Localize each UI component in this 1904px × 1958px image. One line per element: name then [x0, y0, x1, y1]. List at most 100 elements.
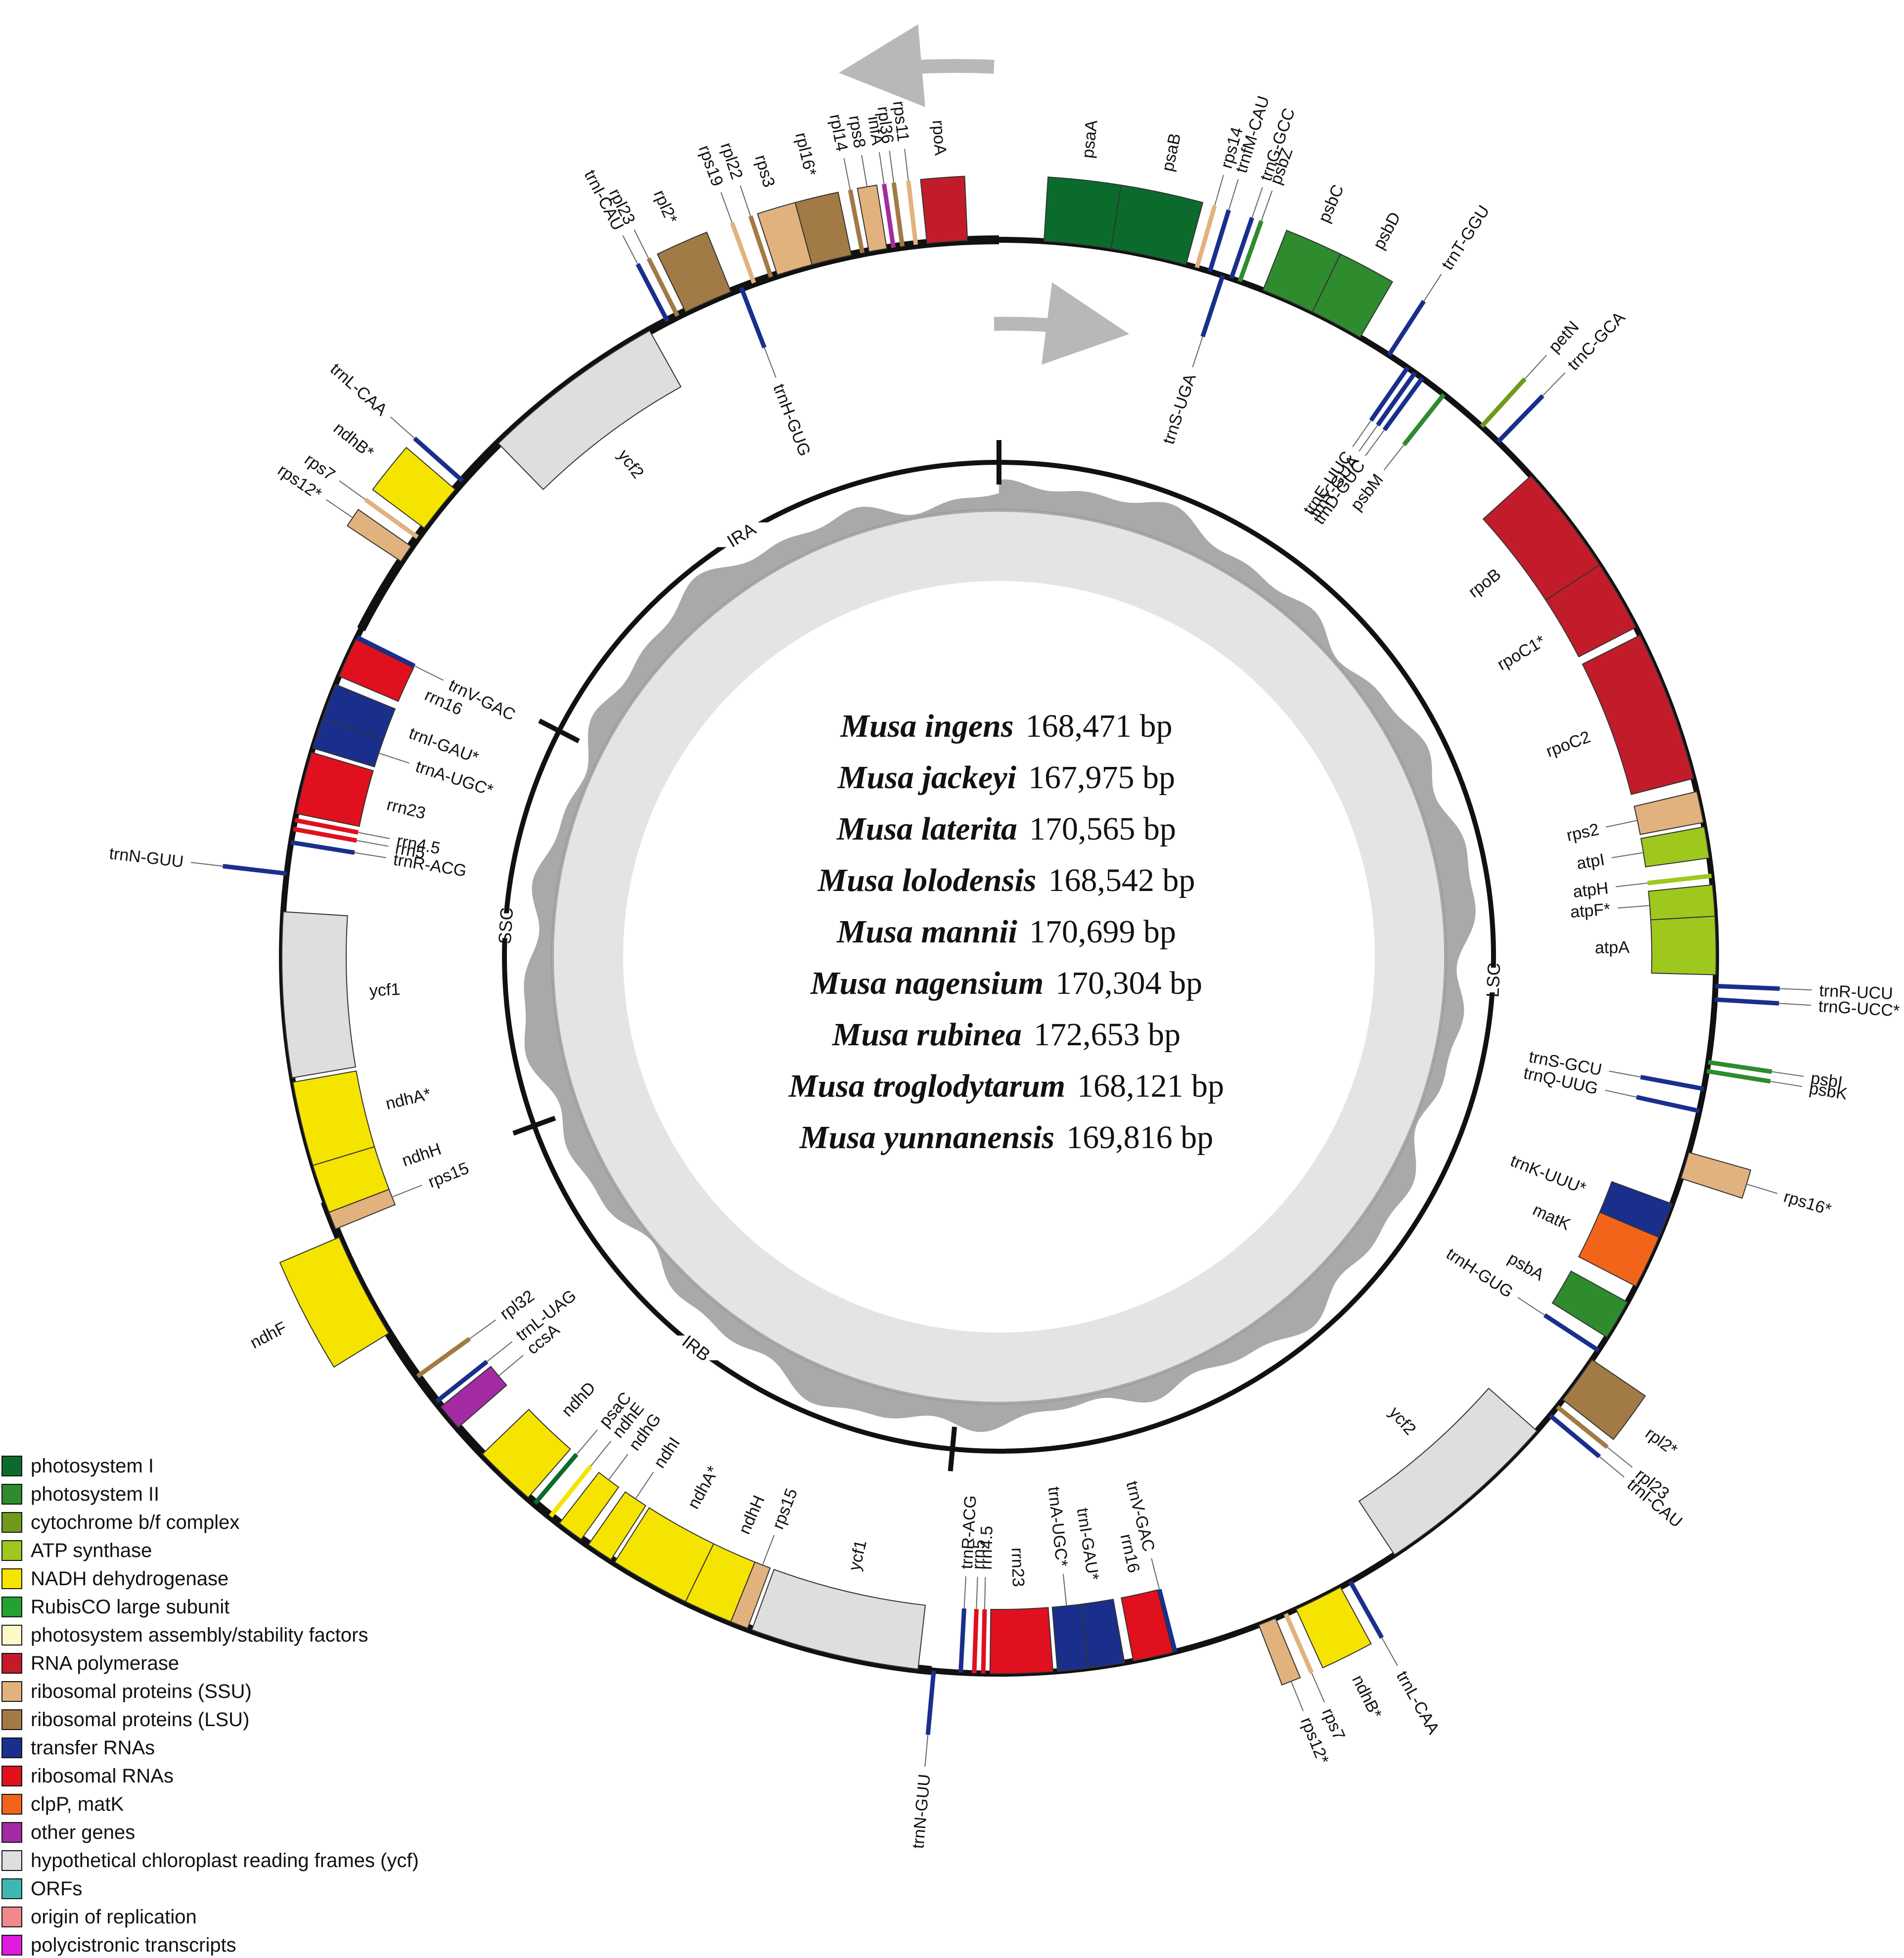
gc-midline [551, 509, 1447, 1405]
gene-atpa: atpA [1595, 915, 1717, 976]
gene-mark [1496, 394, 1544, 444]
gene-leader-line [392, 1185, 422, 1198]
gene-label: ndhF [247, 1318, 290, 1352]
species-size: 167,975 bp [1028, 759, 1175, 796]
gene-mark [1543, 1313, 1600, 1352]
gene-leader-line [764, 347, 776, 378]
gene-mark [857, 184, 888, 253]
gene-mark [1582, 634, 1694, 795]
legend-item-clpp-matk: clpP, matK [1, 1793, 124, 1815]
gene-leader-line [843, 158, 851, 190]
gene-mark [1258, 1617, 1301, 1686]
gene-label: rps2 [1565, 820, 1601, 845]
region-label-text: SSC [495, 907, 517, 944]
gene-rrn4-5: rrn4.5 [294, 818, 442, 858]
legend-swatch [1, 1540, 22, 1561]
legend-item-photosystem-ii: photosystem II [1, 1483, 159, 1505]
gene-mark [293, 827, 357, 843]
region-boundaries [512, 440, 1001, 1471]
gene-label: ndhH [400, 1140, 444, 1170]
gene-label: trnI-GAU* [1073, 1507, 1103, 1581]
gene-leader-line [1542, 372, 1566, 397]
gene-leader-line [1381, 1637, 1398, 1666]
legend-item-other-genes: other genes [1, 1822, 135, 1843]
gene-mark [794, 191, 852, 266]
gene-label: atpA [1595, 938, 1630, 957]
gene-mark [739, 287, 767, 349]
gene-leader-line [1261, 190, 1273, 222]
species-size: 170,304 bp [1055, 965, 1202, 1001]
species-name: Musa laterita [836, 811, 1017, 847]
gene-mark [281, 911, 357, 1078]
legend-item-ribosomal-rnas: ribosomal RNAs [1, 1765, 174, 1787]
legend-swatch [1, 1794, 22, 1815]
gene-label: ndhA* [384, 1085, 433, 1114]
gene-psbc: psbC [1262, 182, 1348, 313]
gene-leader-line [1214, 175, 1224, 206]
direction-arrow-outer [839, 24, 995, 107]
gene-mark [882, 183, 896, 248]
gene-psaa: psaA [1043, 119, 1122, 249]
gene-label: ycf1 [369, 980, 401, 1000]
gene-leader-line [1611, 852, 1644, 858]
gene-leader-line [487, 1341, 513, 1362]
gene-mark [1545, 564, 1637, 658]
gene-label: rpl2* [650, 187, 681, 226]
legend-swatch [1, 1625, 22, 1646]
legend-item-rna-polymerase: RNA polymerase [1, 1652, 179, 1674]
gene-leader-line [1599, 1456, 1625, 1478]
gene-mark [906, 180, 918, 245]
gene-leader-line [1770, 1081, 1803, 1087]
gene-label: ndhD [558, 1379, 599, 1421]
legend-label: photosystem assembly/stability factors [31, 1624, 368, 1646]
gene-mark [1121, 1589, 1174, 1662]
gene-mark [1387, 300, 1426, 356]
gene-mark [1312, 253, 1394, 338]
gene-ccsa: ccsA [440, 1320, 563, 1428]
gene-leader-line [1606, 820, 1638, 828]
legend-item-rubisco-large-subunit: RubisCO large subunit [1, 1596, 229, 1618]
gene-leader-line [1359, 425, 1378, 452]
gene-rps16: rps16* [1680, 1152, 1833, 1219]
gene-leader-line [469, 1319, 496, 1339]
legend-label: other genes [31, 1822, 135, 1843]
gene-infa: infA [864, 115, 896, 248]
gene-trnn-guu: trnN-GUU [108, 844, 287, 876]
gene-mark [558, 1471, 620, 1540]
gene-leader-line [963, 1576, 967, 1609]
gene-label: psbA [1505, 1249, 1547, 1285]
legend-swatch [1, 1907, 22, 1927]
gene-mark [1043, 177, 1122, 249]
gene-leader-line [1605, 1089, 1637, 1098]
legend-label: photosystem II [31, 1483, 159, 1505]
gene-label: rrn4.5 [977, 1525, 997, 1570]
gene-mark [1648, 884, 1716, 921]
gene-mark [1194, 205, 1217, 268]
gene-mark [1200, 274, 1225, 338]
legend-label: ribosomal proteins (SSU) [31, 1681, 252, 1702]
gene-trng-ucc: trnG-UCC* [1715, 997, 1900, 1021]
gene-mark [346, 509, 412, 562]
species-size: 169,816 bp [1066, 1119, 1213, 1156]
gene-leader-line [325, 499, 353, 518]
gene-label: trnR-ACG [957, 1495, 980, 1569]
gene-mark [548, 1465, 593, 1518]
gene-leader-line [1746, 1183, 1778, 1194]
gene-leader-line [378, 753, 409, 764]
gene-label: rpoA [929, 119, 950, 156]
legend-swatch [1, 1737, 22, 1758]
gene-mark [588, 1491, 647, 1560]
gene-mark [1110, 184, 1204, 266]
gene-petn: petN [1480, 317, 1583, 428]
gene-leader-line [1151, 1558, 1160, 1590]
gene-mark [296, 752, 374, 827]
